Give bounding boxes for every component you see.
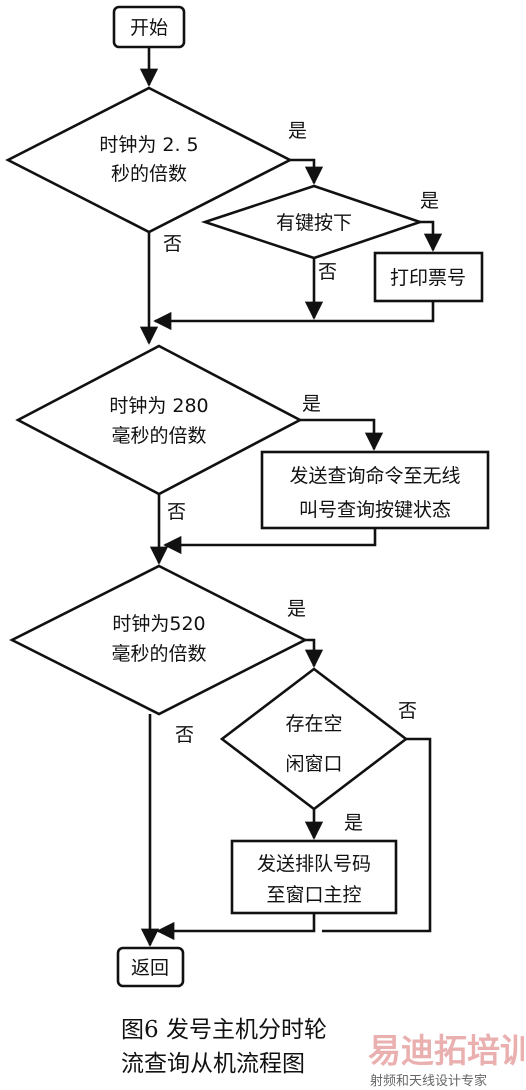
arrow-send-merge	[156, 913, 316, 941]
watermark-subtitle: 射频和天线设计专家	[370, 1073, 487, 1089]
watermark-logo: 易迪拓培训 射频和天线设计专家	[368, 1031, 526, 1089]
decision1-no-label: 否	[163, 233, 182, 255]
idle-window-line2: 闲窗口	[285, 753, 342, 775]
return-node	[116, 946, 185, 988]
return-label: 返回	[131, 957, 169, 979]
arrow-decision3-yes	[304, 638, 324, 668]
query-command-line1: 发送查询命令至无线	[289, 465, 460, 487]
arrow-print-merge	[153, 301, 435, 331]
arrow-query-merge	[163, 528, 377, 555]
arrow-decision2-yes	[300, 418, 384, 451]
query-command-line2: 叫号查询按键状态	[299, 499, 451, 521]
query-command-box	[260, 450, 490, 530]
send-queue-line1: 发送排队号码	[257, 853, 371, 875]
decision2-diamond	[15, 344, 303, 496]
idle-window-line1: 存在空	[285, 713, 342, 735]
idle-no-label: 否	[398, 700, 417, 722]
arrow-decision1-yes	[290, 158, 324, 185]
arrow-key-yes	[420, 220, 443, 252]
print-ticket-box	[373, 251, 484, 303]
decision1-line2: 秒的倍数	[111, 163, 187, 185]
decision3-yes-label: 是	[287, 598, 306, 620]
decision2-yes-label: 是	[302, 393, 321, 415]
watermark-logo-text: 易迪拓培训	[368, 1031, 526, 1070]
decision2-line2: 毫秒的倍数	[111, 425, 206, 447]
print-ticket-label: 打印票号	[390, 267, 466, 289]
decision2-no-label: 否	[167, 501, 186, 523]
decision3-no-label: 否	[175, 724, 194, 746]
send-queue-box	[230, 839, 398, 915]
arrow-idle-no	[322, 737, 432, 933]
decision2-line1: 时钟为 280	[109, 395, 208, 417]
key-yes-label: 是	[420, 190, 439, 212]
decision3-line1: 时钟为520	[112, 613, 205, 635]
caption-line2: 流查询从机流程图	[121, 1051, 305, 1077]
decision3-diamond	[9, 564, 308, 716]
decision1-yes-label: 是	[288, 120, 307, 142]
decision3-line2: 毫秒的倍数	[111, 643, 206, 665]
key-pressed-label: 有键按下	[276, 212, 352, 234]
caption-line1: 图6 发号主机分时轮	[121, 1017, 327, 1043]
decision1-line1: 时钟为 2. 5	[99, 134, 198, 156]
key-no-label: 否	[318, 261, 337, 283]
idle-yes-label: 是	[344, 812, 363, 834]
idle-window-diamond	[219, 667, 409, 811]
send-queue-line2: 至窗口主控	[266, 884, 361, 906]
start-label: 开始	[130, 17, 168, 39]
